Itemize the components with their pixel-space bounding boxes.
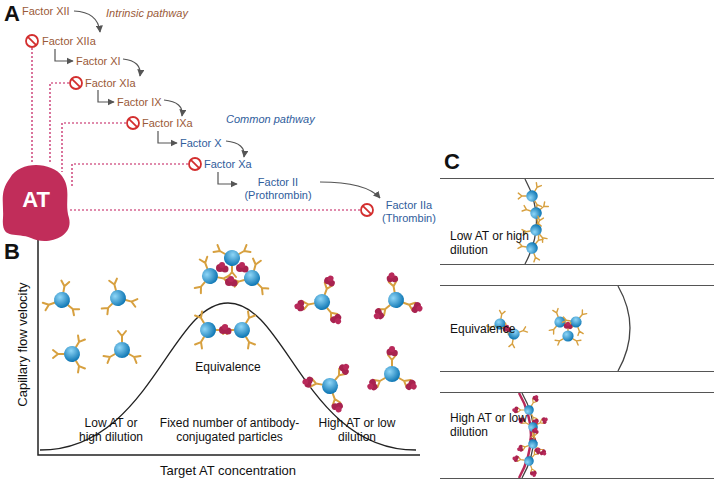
prohibition-symbol: [127, 117, 139, 129]
response-curve: [40, 303, 416, 450]
activation-arrow: [123, 59, 140, 76]
axis-title: Target AT concentration: [128, 463, 328, 478]
node-text: Equivalence: [450, 322, 540, 336]
prohibition-symbol: [189, 158, 201, 170]
region-label: Low AT or high dilution: [72, 416, 150, 444]
panel-label: C: [444, 150, 460, 174]
node-text: High AT or low dilution: [450, 411, 530, 439]
region-label: Equivalence: [188, 360, 268, 374]
chart-axes: [38, 240, 420, 455]
particles-low: [42, 275, 141, 375]
inhibition-icons: [26, 35, 373, 216]
factor-label: Factor X: [180, 137, 222, 150]
activation-arrow: [164, 100, 182, 116]
factor-label: Factor XIa: [85, 77, 136, 90]
inhibition-line: [70, 209, 360, 210]
factor-label: Factor XII: [22, 5, 70, 18]
pathway-label: Common pathway: [226, 113, 315, 126]
inhibition-line: [50, 83, 69, 164]
at-molecule: AT: [0, 158, 72, 244]
factor-label: Factor XIIa: [42, 35, 96, 48]
activation-arrow: [55, 49, 73, 61]
capillary-tube: Equivalence: [440, 285, 714, 372]
factor-label: Factor II (Prothrombin): [238, 176, 318, 202]
axis-line: [38, 240, 420, 455]
factor-label: Factor Xa: [204, 158, 252, 171]
particles-equivalence: [183, 233, 275, 351]
tube-particles-high: [510, 394, 551, 479]
inhibition-line: [31, 48, 32, 162]
prohibition-symbol: [361, 204, 373, 216]
factor-label: Factor XI: [76, 55, 121, 68]
region-label: High AT or low dilution: [318, 416, 396, 444]
inhibition-line: [72, 164, 188, 186]
factor-label: Factor IX: [117, 96, 162, 109]
region-label: Fixed number of antibody-conjugated part…: [152, 416, 307, 444]
prohibition-symbol: [26, 35, 38, 47]
activation-arrow: [158, 131, 177, 143]
factor-label: Factor IXa: [142, 117, 193, 130]
capillary-tube: High AT or low dilution: [440, 392, 714, 479]
tube-particles-low: [516, 183, 549, 263]
factor-label: Factor IIa (Thrombin): [374, 199, 444, 225]
activation-arrow: [218, 172, 237, 184]
panel-label: B: [4, 240, 20, 264]
panel-label: A: [4, 2, 20, 26]
prohibition-symbol: [70, 77, 82, 89]
node-text: AT: [0, 188, 72, 212]
inhibition-lines: [32, 48, 360, 210]
cascade-arrows: [55, 11, 380, 198]
capillary-tube: Low AT or high dilution: [440, 178, 714, 265]
node-text: Low AT or high dilution: [450, 229, 530, 257]
activation-arrow: [74, 11, 100, 32]
axis-title: Capillary flow velocity: [15, 265, 30, 425]
activation-arrow: [226, 141, 244, 157]
activation-arrow: [98, 90, 114, 102]
pathway-label: Intrinsic pathway: [106, 7, 188, 20]
meniscus: [618, 286, 630, 371]
particles-high: [290, 266, 426, 418]
activation-arrow: [320, 182, 380, 198]
